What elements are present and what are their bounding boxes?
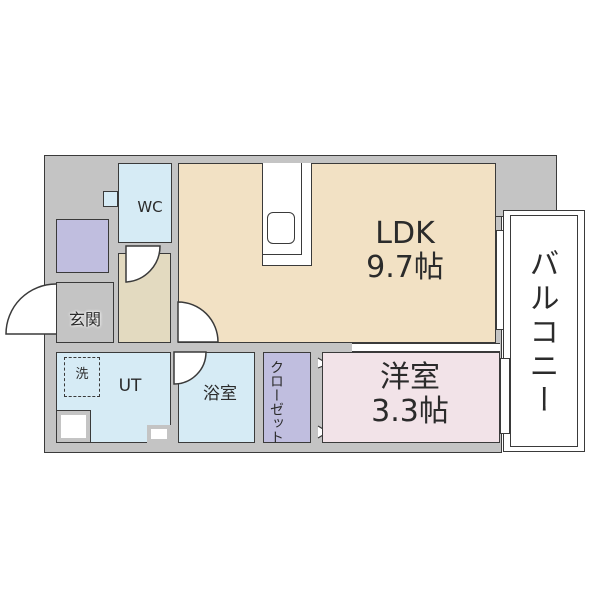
room-wc xyxy=(118,163,172,243)
closet xyxy=(263,352,311,443)
bathroom-label: 浴室 xyxy=(203,384,237,404)
balcony-label: バルコニー xyxy=(523,248,559,418)
toilet-tank-icon xyxy=(103,191,118,207)
balcony xyxy=(503,210,585,452)
utility-notch-right xyxy=(147,425,171,443)
room-ldk xyxy=(178,163,496,343)
bathroom-door-swing xyxy=(173,351,207,385)
western-room-window xyxy=(500,358,510,434)
wc-door-swing xyxy=(125,245,161,283)
kitchen-counter-inner xyxy=(262,163,302,255)
washer-space xyxy=(64,357,100,397)
closet-label: クローゼット xyxy=(268,360,284,444)
shoe-storage xyxy=(56,219,109,273)
kitchen-sink-icon xyxy=(267,212,295,244)
entrance-door-swing xyxy=(5,283,57,335)
room-entrance xyxy=(56,282,114,343)
ldk-window xyxy=(496,230,504,330)
ldk-door-swing xyxy=(177,301,219,343)
utility-notch-left xyxy=(56,410,91,443)
room-western xyxy=(322,352,500,443)
balcony-inner-rail xyxy=(510,215,578,447)
utility-label: UT xyxy=(118,376,142,396)
sliding-door-track xyxy=(352,343,500,352)
ldk-size: 9.7帖 xyxy=(366,250,444,285)
washer-label: 洗 xyxy=(75,367,89,382)
entrance-label: 玄関 xyxy=(68,310,101,329)
western-room-name: 洋室 xyxy=(380,360,440,395)
western-room-size: 3.3帖 xyxy=(371,394,449,429)
wall-corner-block xyxy=(495,155,557,217)
wc-label: WC xyxy=(137,198,163,216)
ldk-name: LDK xyxy=(375,216,435,251)
